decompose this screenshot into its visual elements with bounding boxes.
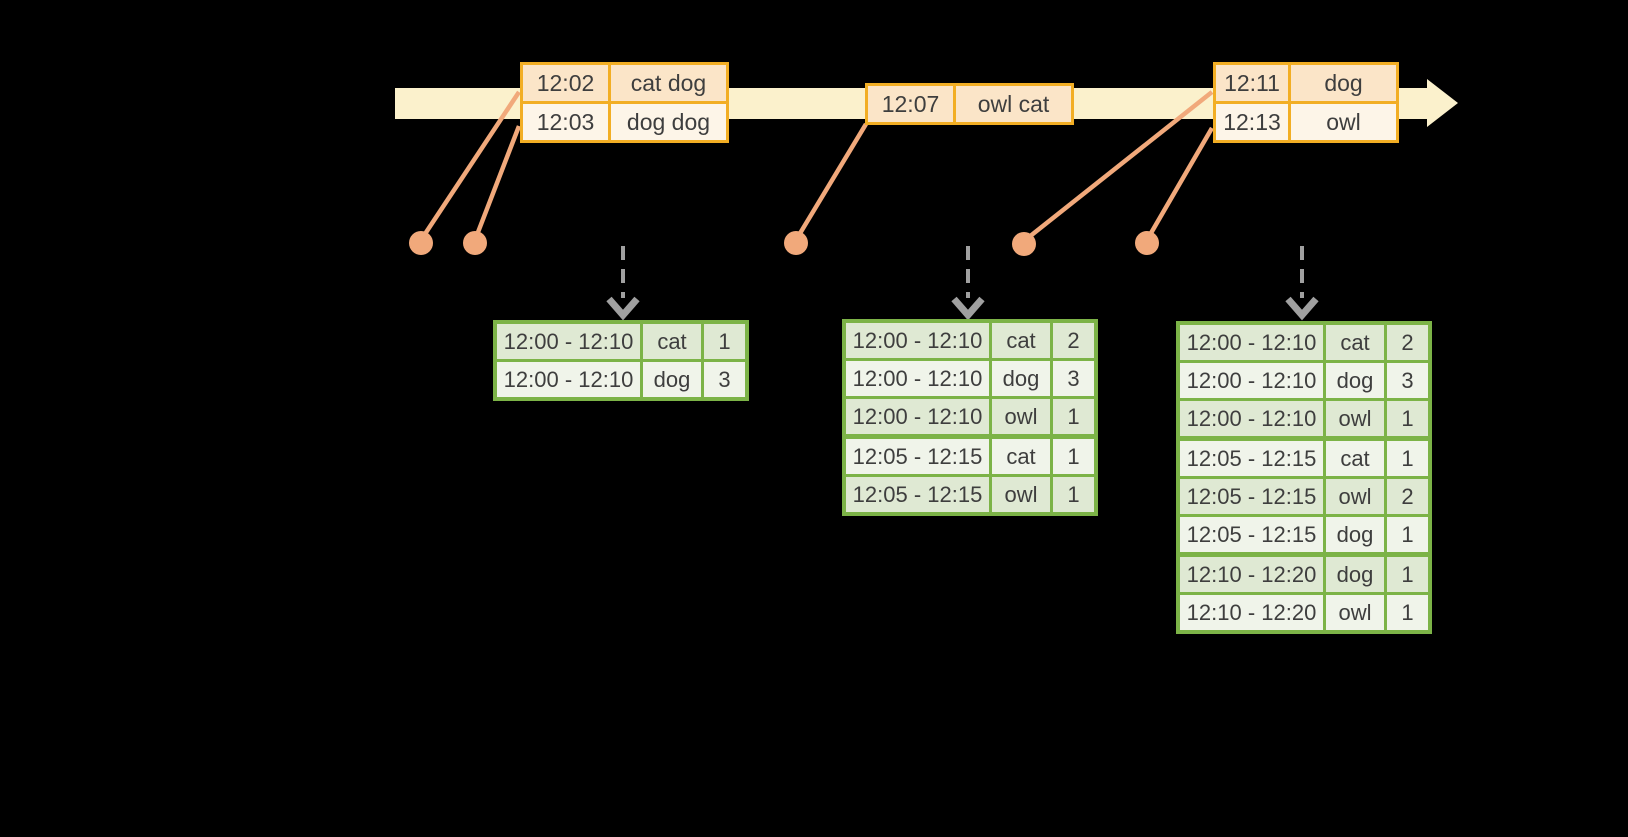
event-table-1: 12:02 cat dog 12:03 dog dog bbox=[520, 62, 729, 143]
word-cell: cat bbox=[1326, 325, 1384, 360]
count-cell: 3 bbox=[704, 362, 745, 397]
word-cell: cat bbox=[992, 323, 1050, 358]
count-cell: 2 bbox=[1053, 323, 1094, 358]
result-table-3: 12:00 - 12:10 cat 2 12:00 - 12:10 dog 3 … bbox=[1176, 321, 1432, 634]
event-row: 12:03 dog dog bbox=[523, 104, 726, 140]
count-cell: 2 bbox=[1387, 325, 1428, 360]
count-cell: 3 bbox=[1387, 363, 1428, 398]
result-row: 12:10 - 12:20 dog 1 bbox=[1180, 557, 1428, 592]
result-row: 12:00 - 12:10 cat 1 bbox=[497, 324, 745, 359]
result-table-2: 12:00 - 12:10 cat 2 12:00 - 12:10 dog 3 … bbox=[842, 319, 1098, 516]
result-table-1: 12:00 - 12:10 cat 1 12:00 - 12:10 dog 3 bbox=[493, 320, 749, 401]
word-cell: cat bbox=[992, 439, 1050, 474]
count-cell: 1 bbox=[1387, 441, 1428, 476]
event-row: 12:07 owl cat bbox=[868, 86, 1071, 122]
word-cell: owl bbox=[1326, 595, 1384, 630]
window-cell: 12:05 - 12:15 bbox=[1180, 479, 1323, 514]
event-time-cell: 12:03 bbox=[523, 104, 608, 140]
count-cell: 1 bbox=[1053, 477, 1094, 512]
count-cell: 1 bbox=[1387, 557, 1428, 592]
result-row: 12:05 - 12:15 dog 1 bbox=[1180, 517, 1428, 552]
event-time-cell: 12:02 bbox=[523, 65, 608, 101]
word-cell: dog bbox=[1326, 517, 1384, 552]
event-time-dot-3 bbox=[784, 231, 808, 255]
event-time-cell: 12:13 bbox=[1216, 104, 1288, 140]
word-cell: dog bbox=[1326, 557, 1384, 592]
event-connector-line-2 bbox=[472, 125, 522, 241]
count-cell: 3 bbox=[1053, 361, 1094, 396]
result-row: 12:00 - 12:10 cat 2 bbox=[846, 323, 1094, 358]
event-row: 12:11 dog bbox=[1216, 65, 1396, 101]
event-table-2: 12:07 owl cat bbox=[865, 83, 1074, 125]
word-cell: owl bbox=[1326, 479, 1384, 514]
window-cell: 12:00 - 12:10 bbox=[497, 362, 640, 397]
window-cell: 12:05 - 12:15 bbox=[1180, 441, 1323, 476]
window-cell: 12:00 - 12:10 bbox=[846, 323, 989, 358]
event-time-dot-1 bbox=[409, 231, 433, 255]
event-words-cell: owl cat bbox=[956, 86, 1071, 122]
event-time-dot-4 bbox=[1012, 232, 1036, 256]
window-cell: 12:00 - 12:10 bbox=[1180, 363, 1323, 398]
event-table-3: 12:11 dog 12:13 owl bbox=[1213, 62, 1399, 143]
word-cell: cat bbox=[643, 324, 701, 359]
event-connector-line-3 bbox=[794, 122, 868, 242]
window-cell: 12:00 - 12:10 bbox=[846, 399, 989, 434]
event-row: 12:13 owl bbox=[1216, 104, 1396, 140]
window-cell: 12:10 - 12:20 bbox=[1180, 595, 1323, 630]
window-cell: 12:00 - 12:10 bbox=[497, 324, 640, 359]
event-words-cell: cat dog bbox=[611, 65, 726, 101]
window-cell: 12:05 - 12:15 bbox=[846, 477, 989, 512]
word-cell: owl bbox=[992, 399, 1050, 434]
word-cell: cat bbox=[1326, 441, 1384, 476]
window-cell: 12:00 - 12:10 bbox=[1180, 325, 1323, 360]
result-row: 12:10 - 12:20 owl 1 bbox=[1180, 595, 1428, 630]
result-row: 12:00 - 12:10 dog 3 bbox=[1180, 363, 1428, 398]
trigger-arrowhead-icon-3 bbox=[1285, 296, 1319, 321]
window-cell: 12:05 - 12:15 bbox=[1180, 517, 1323, 552]
result-row: 12:05 - 12:15 cat 1 bbox=[1180, 441, 1428, 476]
event-words-cell: dog dog bbox=[611, 104, 726, 140]
word-cell: dog bbox=[992, 361, 1050, 396]
count-cell: 1 bbox=[704, 324, 745, 359]
event-time-dot-2 bbox=[463, 231, 487, 255]
event-time-cell: 12:07 bbox=[868, 86, 953, 122]
result-row: 12:05 - 12:15 owl 2 bbox=[1180, 479, 1428, 514]
result-row: 12:00 - 12:10 owl 1 bbox=[1180, 401, 1428, 436]
count-cell: 1 bbox=[1387, 595, 1428, 630]
count-cell: 1 bbox=[1387, 517, 1428, 552]
result-row: 12:05 - 12:15 cat 1 bbox=[846, 439, 1094, 474]
trigger-arrowhead-icon-2 bbox=[951, 296, 985, 321]
result-row: 12:00 - 12:10 dog 3 bbox=[846, 361, 1094, 396]
event-time-cell: 12:11 bbox=[1216, 65, 1288, 101]
event-time-dot-5 bbox=[1135, 231, 1159, 255]
timeline-arrowhead-icon bbox=[1427, 79, 1458, 127]
count-cell: 1 bbox=[1053, 439, 1094, 474]
word-cell: dog bbox=[643, 362, 701, 397]
event-words-cell: owl bbox=[1291, 104, 1396, 140]
word-cell: owl bbox=[992, 477, 1050, 512]
window-cell: 12:05 - 12:15 bbox=[846, 439, 989, 474]
event-row: 12:02 cat dog bbox=[523, 65, 726, 101]
trigger-arrowhead-icon-1 bbox=[606, 296, 640, 321]
result-row: 12:05 - 12:15 owl 1 bbox=[846, 477, 1094, 512]
count-cell: 1 bbox=[1053, 399, 1094, 434]
window-cell: 12:00 - 12:10 bbox=[1180, 401, 1323, 436]
event-words-cell: dog bbox=[1291, 65, 1396, 101]
event-connector-line-5 bbox=[1145, 126, 1214, 242]
result-row: 12:00 - 12:10 owl 1 bbox=[846, 399, 1094, 434]
count-cell: 1 bbox=[1387, 401, 1428, 436]
word-cell: dog bbox=[1326, 363, 1384, 398]
window-cell: 12:00 - 12:10 bbox=[846, 361, 989, 396]
count-cell: 2 bbox=[1387, 479, 1428, 514]
window-cell: 12:10 - 12:20 bbox=[1180, 557, 1323, 592]
word-cell: owl bbox=[1326, 401, 1384, 436]
result-row: 12:00 - 12:10 cat 2 bbox=[1180, 325, 1428, 360]
result-row: 12:00 - 12:10 dog 3 bbox=[497, 362, 745, 397]
